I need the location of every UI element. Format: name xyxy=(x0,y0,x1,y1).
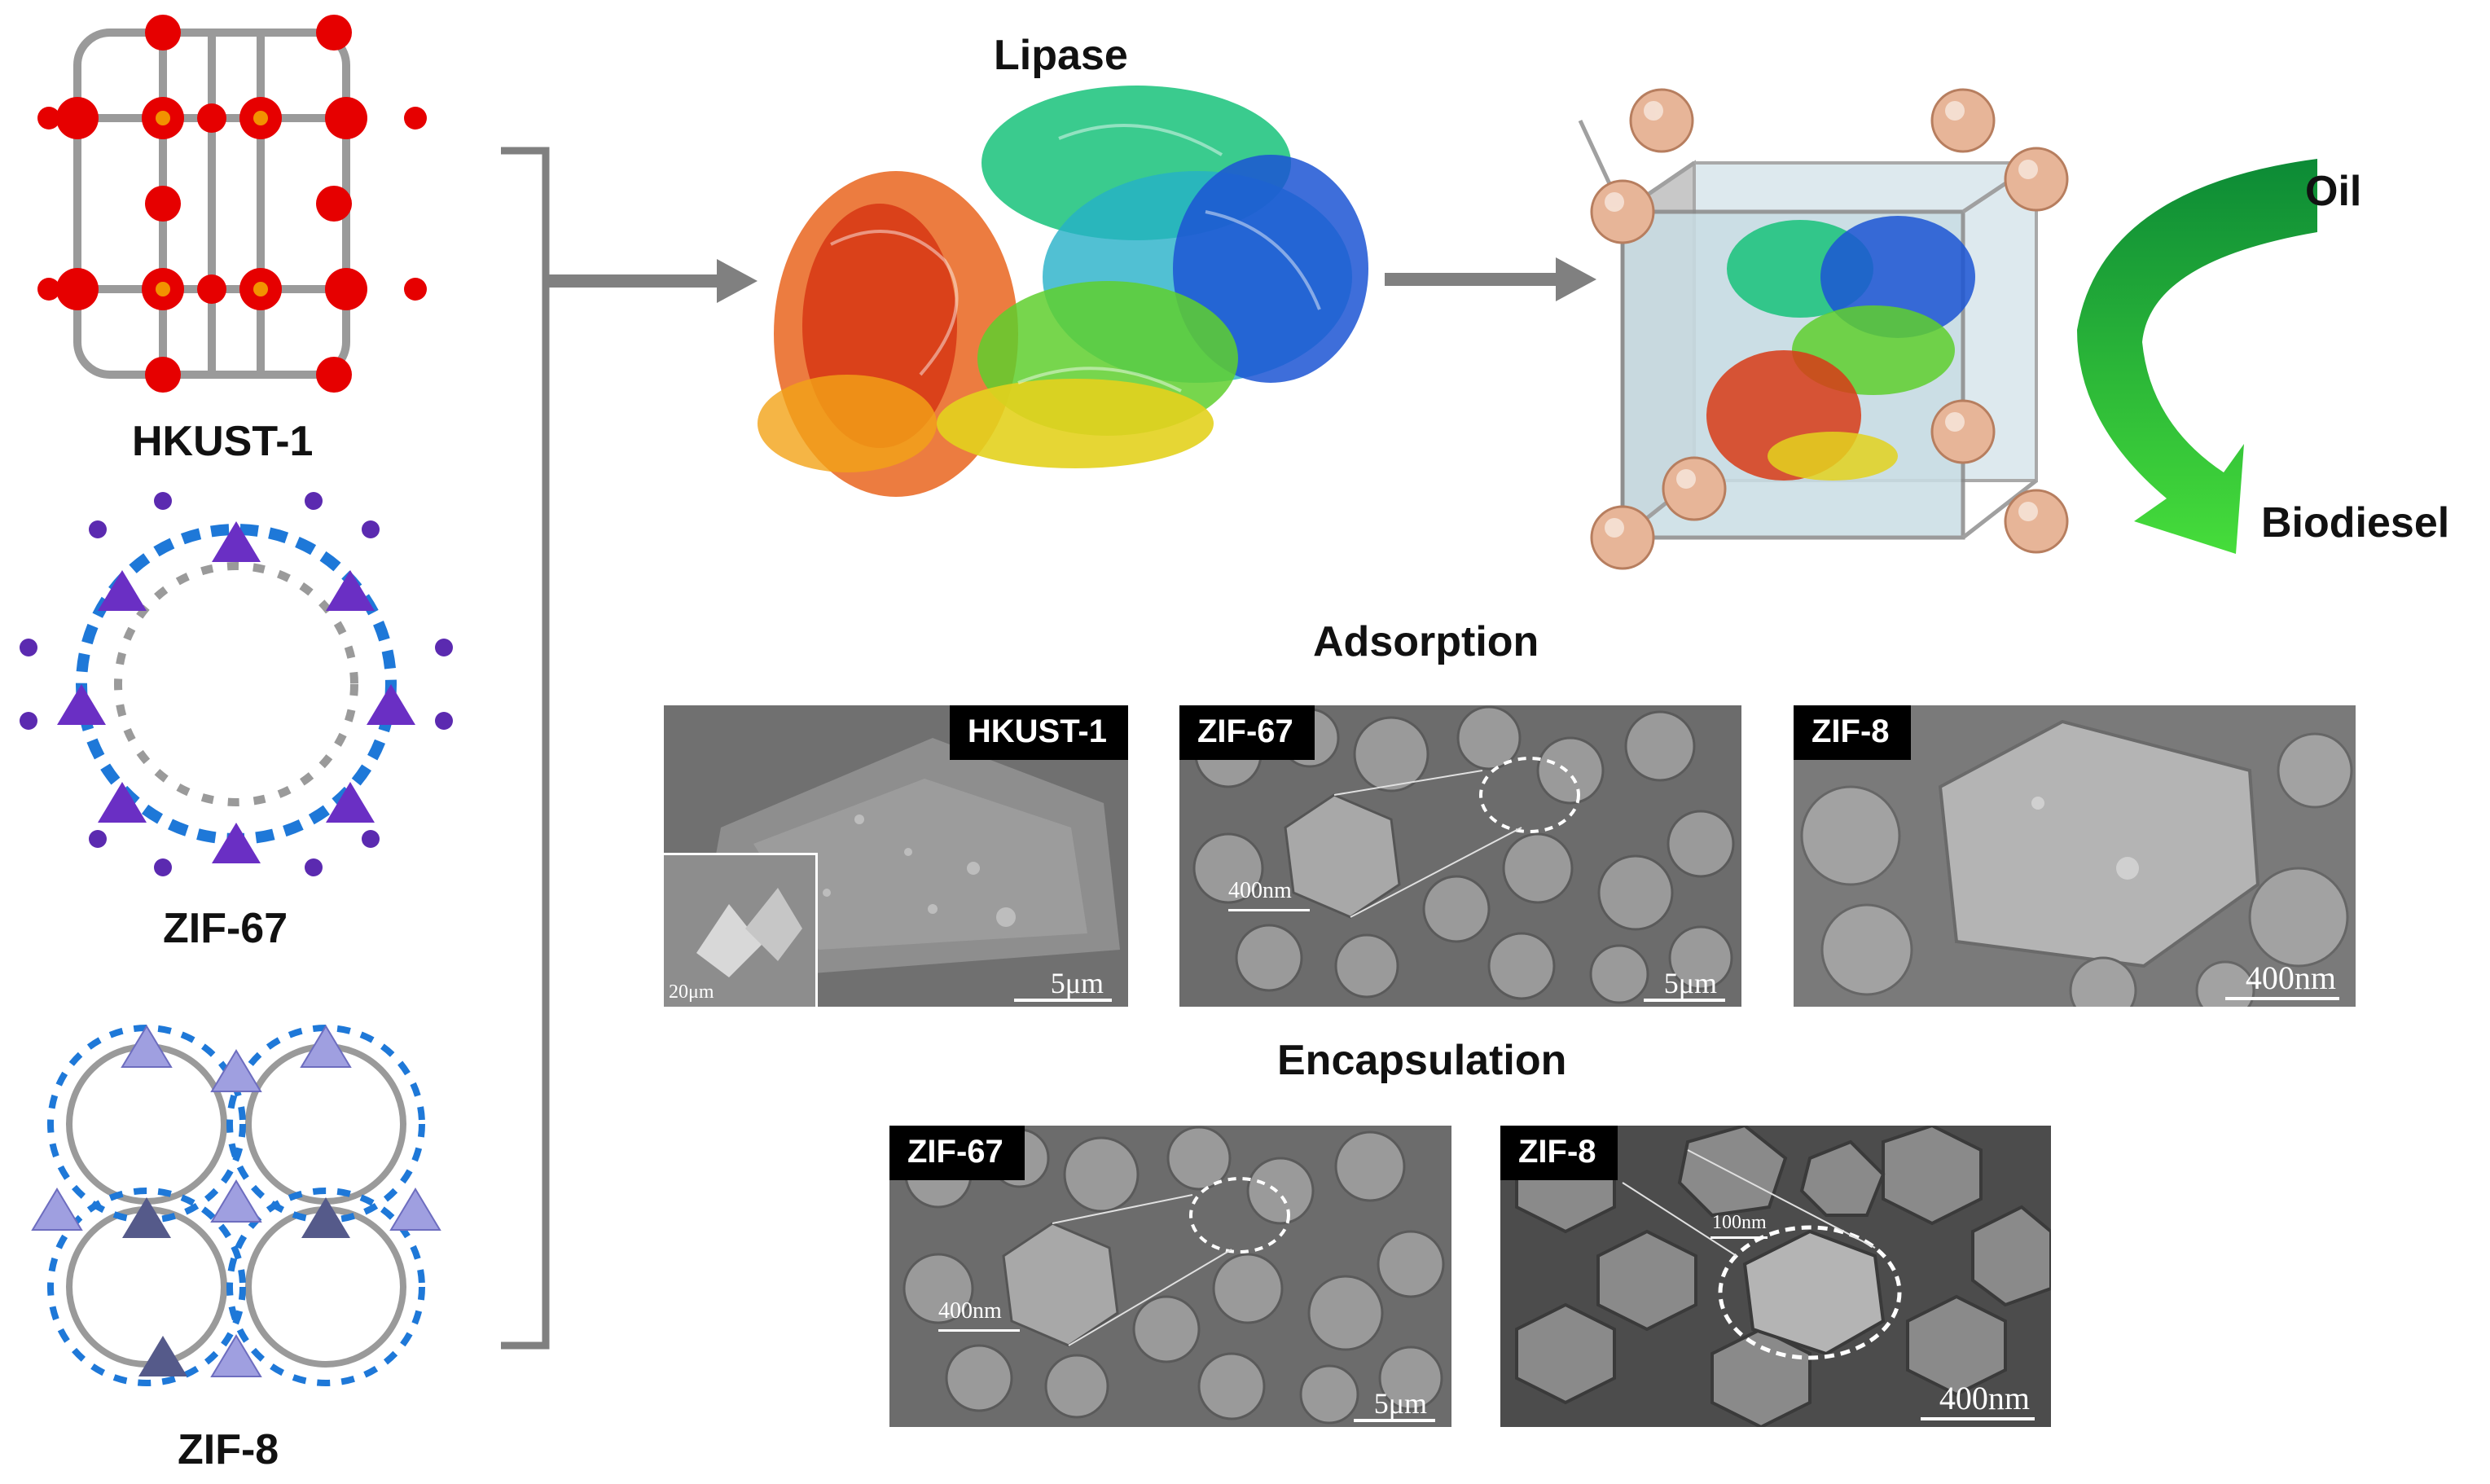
scale-label: 5μm xyxy=(1663,967,1717,999)
zif-67-structure-icon xyxy=(20,492,453,876)
scale-label: 400nm xyxy=(2245,959,2336,996)
panel-tag: ZIF-8 xyxy=(1794,705,1911,760)
sem-image-adsorption-hkust-1: 20μm HKUST-1 5μm xyxy=(664,705,1128,1007)
sem-image-encapsulation-zif-8: ZIF-8 100nm 400nm xyxy=(1500,1126,2051,1427)
inner-scale-label: 100nm xyxy=(1712,1212,1767,1233)
mof-cage-icon xyxy=(1578,88,2069,570)
oil-label: Oil xyxy=(2305,168,2362,215)
inset-scale-label: 20μm xyxy=(669,981,714,1003)
lipase-label: Lipase xyxy=(994,32,1128,79)
sem-image-adsorption-zif-67: ZIF-67 400nm 5μm xyxy=(1179,705,1741,1007)
hkust-1-structure-icon xyxy=(37,15,427,393)
panel-tag: HKUST-1 xyxy=(949,705,1128,760)
lipase-protein-icon xyxy=(758,86,1368,497)
arrow-to-lipase xyxy=(546,259,758,303)
zif-8-structure-icon xyxy=(31,1025,441,1386)
panel-tag: ZIF-8 xyxy=(1500,1126,1618,1180)
inset-image: 20μm xyxy=(664,853,818,1007)
sem-image-encapsulation-zif-67: ZIF-67 400nm 5μm xyxy=(889,1126,1451,1427)
panel-tag: ZIF-67 xyxy=(889,1126,1025,1180)
inner-scale-label: 400nm xyxy=(938,1298,1002,1324)
biodiesel-label: Biodiesel xyxy=(2261,499,2450,547)
arrow-to-cage xyxy=(1385,257,1596,301)
zif-67-label: ZIF-67 xyxy=(163,905,288,952)
hkust-1-label: HKUST-1 xyxy=(132,418,314,465)
scale-label: 5μm xyxy=(1373,1387,1427,1420)
adsorption-title: Adsorption xyxy=(1313,618,1539,665)
zif-8-label: ZIF-8 xyxy=(178,1426,279,1473)
encapsulation-title: Encapsulation xyxy=(1277,1037,1567,1084)
bracket xyxy=(501,147,550,1350)
conversion-arrow-icon xyxy=(2077,159,2317,554)
scale-label: 5μm xyxy=(1050,967,1104,999)
sem-image-adsorption-zif-8: ZIF-8 400nm xyxy=(1794,705,2356,1007)
scale-label: 400nm xyxy=(1939,1380,2030,1416)
inner-scale-label: 400nm xyxy=(1228,878,1292,903)
panel-tag: ZIF-67 xyxy=(1179,705,1315,760)
